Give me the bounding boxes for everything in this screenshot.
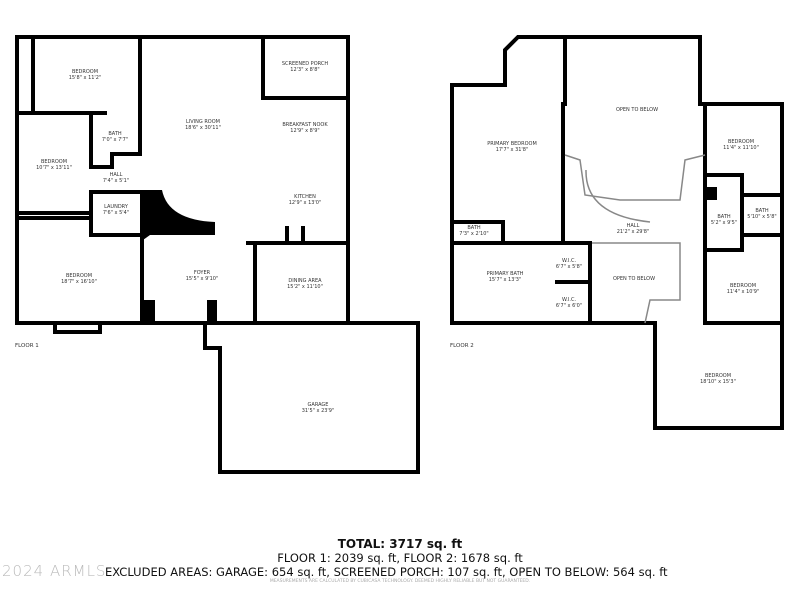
- disclaimer: MEASUREMENTS ARE CALCULATED BY CUBICASA …: [269, 579, 531, 584]
- pillar: [207, 300, 217, 323]
- stair-floor2: [585, 169, 651, 223]
- floor-areas: FLOOR 1: 2039 sq. ft, FLOOR 2: 1678 sq. …: [277, 551, 523, 565]
- room-label: W.I.C.6'7" x 5'8": [555, 258, 583, 270]
- pillar: [143, 300, 155, 323]
- garage-wall: [203, 321, 420, 474]
- wall: [561, 35, 567, 242]
- floor1-label: FLOOR 1: [15, 343, 39, 349]
- room-label: W.I.C.6'7" x 6'0": [555, 297, 583, 309]
- room-label: OPEN TO BELOW: [615, 107, 659, 113]
- railing: [592, 242, 681, 324]
- wall: [450, 220, 505, 245]
- floor2-outer-wall: [450, 35, 784, 325]
- room-label: OPEN TO BELOW: [612, 276, 656, 282]
- bay-window: [53, 321, 102, 334]
- watermark-logo: 2024 ARMLS: [2, 562, 107, 580]
- stair-floor1: [143, 190, 215, 240]
- railing: [564, 154, 706, 201]
- total-area: TOTAL: 3717 sq. ft: [337, 537, 463, 551]
- wall: [703, 173, 744, 252]
- wall: [89, 111, 142, 169]
- chimney: [705, 187, 717, 200]
- floor2-lower-wall: [653, 321, 784, 430]
- floor2-label: FLOOR 2: [450, 343, 474, 349]
- excluded-areas: EXCLUDED AREAS: GARAGE: 654 sq. ft, SCRE…: [105, 565, 668, 579]
